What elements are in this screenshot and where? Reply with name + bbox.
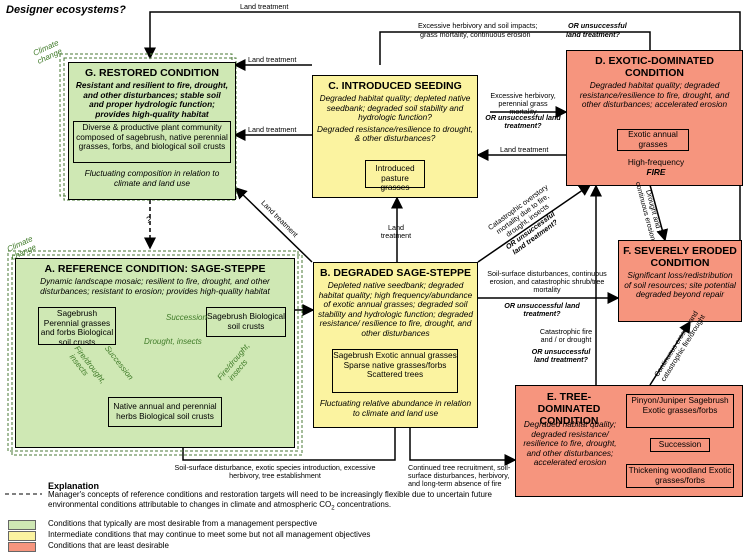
label-or-unsuccessful-2: OR unsuccessful land treatment? [485,113,561,131]
label-catastrophic-fire: Catastrophic fire and / or drought [539,327,593,345]
box-g-foot: Fluctuating composition in relation to c… [84,168,220,188]
box-d-inner: Exotic annual grasses [617,129,689,151]
page-title: Designer ecosystems? [6,4,126,16]
label-soil-surface-disturbances: Soil-surface disturbances, continuous er… [487,269,607,295]
legend-green-text: Conditions that typically are most desir… [48,519,318,528]
box-a-succession: Succession [166,313,207,322]
label-grass-mortality: grass mortality, continuous erosion [420,30,531,39]
label-land-treatment-5: Land treatment [380,223,412,241]
label-or-unsuccessful-1: OR unsuccessful [568,21,627,30]
legend-title: Explanation [48,481,100,491]
label-or-unsuccessful-4: OR unsuccessful land treatment? [504,301,580,319]
box-g-title: G. RESTORED CONDITION [85,67,219,79]
legend-swatch-green [8,520,36,530]
box-a-fire2: Fire/drought, insects [215,341,252,383]
box-d-exotic: D. EXOTIC-DOMINATED CONDITION Degraded h… [566,50,743,186]
box-a-desc: Dynamic landscape mosaic; resilient to f… [40,276,270,296]
label-or-unsuccessful-5: OR unsuccessful land treatment? [531,347,591,365]
box-a-fire1: Fire/drought, insects [68,344,108,386]
label-excessive-herbivory-perennial: Excessive herbivory, perennial grass mor… [490,91,556,117]
label-land-treatment-4: Land treatment [500,145,549,154]
box-e-desc: Degraded habitat quality; degraded resis… [523,419,617,468]
label-bottom-a: Soil-surface disturbance, exotic species… [174,463,376,481]
box-d-title: D. EXOTIC-DOMINATED CONDITION [595,55,714,79]
box-a-state3: Native annual and perennial herbs Biolog… [108,397,222,427]
box-a-drought: Drought, insects [144,337,202,346]
box-a-succ2: Succession [102,343,136,382]
box-e-state1: Pinyon/Juniper Sagebrush Exotic grasses/… [626,394,734,428]
label-question: ? [146,215,152,225]
label-excessive-herbivory-soil: Excessive herbivory and soil impacts; [418,21,538,30]
legend-yellow-text: Intermediate conditions that may continu… [48,530,371,539]
box-d-desc: Degraded habitat quality; degraded resis… [579,80,730,110]
box-f-desc: Significant loss/redistribution of soil … [624,270,736,300]
box-c-desc2: Degraded resistance/resilience to drough… [317,123,473,144]
box-f-eroded: F. SEVERELY ERODED CONDITION Significant… [618,240,742,322]
box-c-introduced-seeding: C. INTRODUCED SEEDING Degraded habitat q… [312,75,478,198]
box-a-reference: A. REFERENCE CONDITION: SAGE-STEPPE Dyna… [15,258,295,448]
box-b-degraded: B. DEGRADED SAGE-STEPPE Depleted native … [313,262,478,428]
label-land-treatment-2: Land treatment [248,55,297,64]
legend-salmon-text: Conditions that are least desirable [48,541,169,550]
box-c-title: C. INTRODUCED SEEDING [328,80,462,92]
box-e-title: E. TREE-DOMINATED CONDITION [537,391,601,427]
box-e-tree: E. TREE-DOMINATED CONDITION Degraded hab… [515,385,743,497]
box-g-inner: Diverse & productive plant community com… [73,121,231,163]
box-c-inner: Introduced pasture grasses [365,160,425,192]
box-a-state2: Sagebrush Biological soil crusts [206,307,286,337]
legend-dash-text: Manager's concepts of reference conditio… [48,490,503,514]
box-a-title: A. REFERENCE CONDITION: SAGE-STEPPE [44,263,266,275]
legend-dash-end: concentrations. [334,499,392,509]
box-d-cycle-label: High-frequency [627,157,685,167]
box-f-title: F. SEVERELY ERODED CONDITION [623,245,737,269]
label-land-treatment-q1: land treatment? [566,30,620,39]
legend-swatch-yellow [8,531,36,541]
legend-swatch-salmon [8,542,36,552]
box-d-fire-label: FIRE [646,167,666,177]
box-a-state1: Sagebrush Perennial grasses and forbs Bi… [38,307,116,347]
box-e-succession: Succession [650,438,710,452]
legend-dash-sub: 2 [331,505,335,512]
legend-dash-body: Manager's concepts of reference conditio… [48,490,493,509]
label-land-treatment-top: Land treatment [240,2,289,11]
box-b-desc: Depleted native seedbank; degraded habit… [318,280,473,338]
label-land-treatment-3: Land treatment [248,125,297,134]
box-g-desc: Resistant and resilient to fire, drought… [75,80,229,119]
label-bottom-b: Continued tree recruitment, soil-surface… [408,463,511,489]
box-b-inner: Sagebrush Exotic annual grasses Sparse n… [332,349,458,393]
box-c-desc1: Degraded habitat quality; depleted nativ… [319,93,471,123]
box-b-foot: Fluctuating relative abundance in relati… [319,398,472,418]
box-e-state2: Thickening woodland Exotic grasses/forbs [626,464,734,488]
box-b-title: B. DEGRADED SAGE-STEPPE [319,267,472,279]
box-g-restored: G. RESTORED CONDITION Resistant and resi… [68,62,236,200]
